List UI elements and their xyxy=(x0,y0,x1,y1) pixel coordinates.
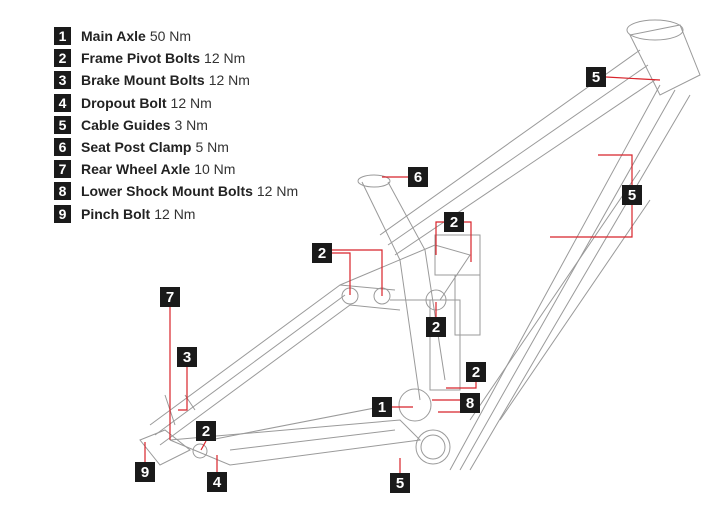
callout-pinch-bolt: 9 xyxy=(135,462,155,482)
callout-frame-pivot-bolts: 2 xyxy=(312,243,332,263)
legend-label: Seat Post Clamp xyxy=(81,139,192,156)
legend-number: 2 xyxy=(54,49,71,68)
legend-number: 5 xyxy=(54,115,71,134)
legend-label: Main Axle xyxy=(81,28,146,45)
legend-torque: 3 Nm xyxy=(174,116,208,133)
leader-lines xyxy=(144,76,661,473)
legend-torque: 12 Nm xyxy=(256,183,299,200)
legend-torque: 12 Nm xyxy=(208,72,250,89)
legend-label: Dropout Bolt xyxy=(81,94,167,111)
legend-label: Frame Pivot Bolts xyxy=(81,50,201,67)
callout-lower-shock-mount-bolts: 8 xyxy=(460,393,480,413)
legend-torque: 50 Nm xyxy=(149,28,192,45)
legend-torque: 10 Nm xyxy=(194,161,236,178)
callout-cable-guides: 5 xyxy=(390,473,410,493)
legend-number: 9 xyxy=(54,204,71,223)
callout-brake-mount-bolts: 3 xyxy=(177,347,197,367)
callout-seat-post-clamp: 6 xyxy=(408,167,428,187)
callout-frame-pivot-bolts: 2 xyxy=(466,362,486,382)
frame-outline xyxy=(139,19,701,471)
legend-torque: 12 Nm xyxy=(204,50,246,67)
legend-label: Cable Guides xyxy=(81,116,171,133)
legend-label: Rear Wheel Axle xyxy=(81,161,191,178)
callout-dropout-bolt: 4 xyxy=(207,472,227,492)
callout-main-axle: 1 xyxy=(372,397,392,417)
legend-label: Lower Shock Mount Bolts xyxy=(81,183,253,200)
callout-frame-pivot-bolts: 2 xyxy=(426,317,446,337)
callout-cable-guides: 5 xyxy=(622,185,642,205)
legend-number: 8 xyxy=(54,182,71,201)
legend-torque: 5 Nm xyxy=(195,139,229,156)
callout-cable-guides: 5 xyxy=(586,67,606,87)
legend-number: 6 xyxy=(54,138,71,157)
callout-frame-pivot-bolts: 2 xyxy=(196,421,216,441)
callout-rear-wheel-axle: 7 xyxy=(160,287,180,307)
legend-number: 1 xyxy=(54,27,71,46)
legend-label: Brake Mount Bolts xyxy=(81,72,205,89)
legend-number: 3 xyxy=(54,71,71,90)
callout-frame-pivot-bolts: 2 xyxy=(444,212,464,232)
legend-label: Pinch Bolt xyxy=(81,205,151,222)
legend-torque: 12 Nm xyxy=(170,94,212,111)
legend-torque: 12 Nm xyxy=(154,205,196,222)
legend-number: 7 xyxy=(54,160,71,179)
legend-number: 4 xyxy=(54,93,71,112)
